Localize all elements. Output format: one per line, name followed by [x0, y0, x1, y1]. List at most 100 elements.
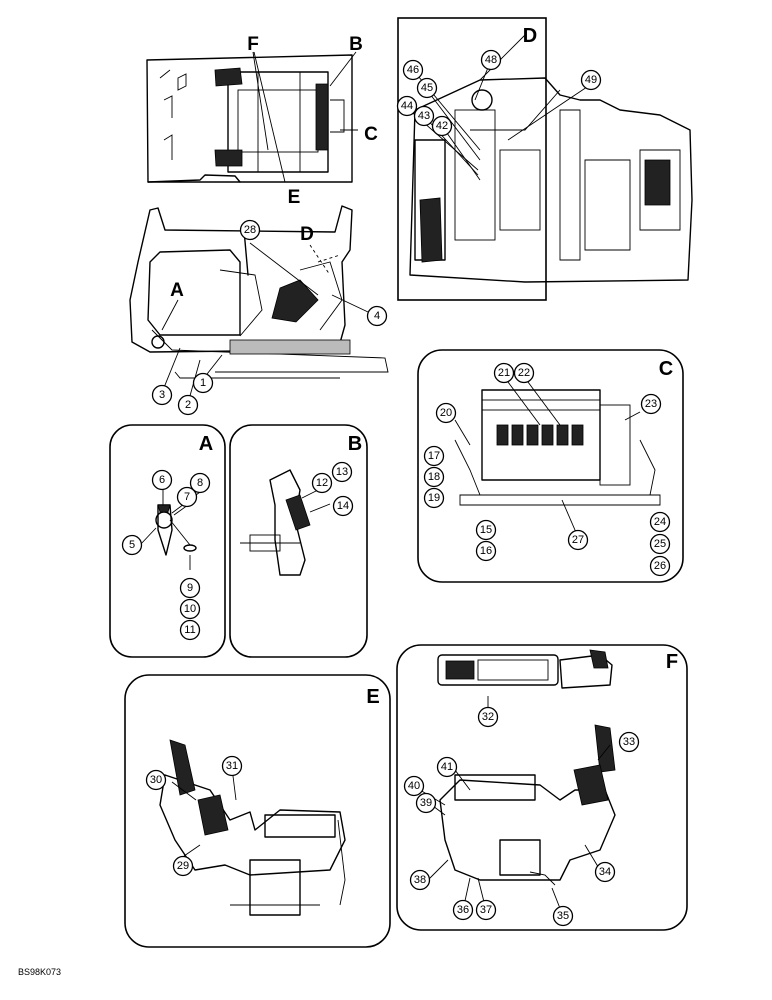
callout-9: 9 — [179, 577, 201, 599]
callout-42: 42 — [431, 115, 453, 137]
svg-text:12: 12 — [316, 477, 328, 489]
svg-text:34: 34 — [599, 866, 611, 878]
svg-text:10: 10 — [184, 603, 196, 615]
callout-30: 30 — [145, 769, 167, 791]
ref-letter-e: E — [288, 187, 301, 208]
detail-letters: F B C E D A D A B C E F — [170, 25, 678, 708]
callout-43: 43 — [413, 105, 435, 127]
callout-25: 25 — [649, 533, 671, 555]
svg-text:27: 27 — [572, 534, 584, 546]
callout-19: 19 — [423, 487, 445, 509]
callout-44: 44 — [396, 95, 418, 117]
svg-text:18: 18 — [428, 471, 440, 483]
ref-letter-a: A — [170, 280, 184, 301]
svg-text:43: 43 — [418, 110, 430, 122]
svg-text:25: 25 — [654, 538, 666, 550]
callout-3: 3 — [151, 384, 173, 406]
callout-13: 13 — [331, 461, 353, 483]
panel-letter-d: D — [523, 25, 537, 47]
callout-38: 38 — [409, 869, 431, 891]
svg-text:30: 30 — [150, 774, 162, 786]
svg-text:39: 39 — [420, 797, 432, 809]
callout-28: 28 — [239, 219, 261, 241]
svg-text:36: 36 — [457, 904, 469, 916]
svg-text:37: 37 — [480, 904, 492, 916]
ref-letter-d: D — [300, 224, 314, 245]
detail-c-panel — [417, 349, 684, 583]
cab-side-view — [129, 205, 389, 404]
callout-37: 37 — [475, 899, 497, 921]
svg-text:32: 32 — [482, 711, 494, 723]
floor-plan-view — [146, 51, 358, 183]
callout-17: 17 — [423, 445, 445, 467]
svg-text:24: 24 — [654, 516, 666, 528]
panel-letter-b: B — [348, 433, 362, 455]
callout-33: 33 — [618, 731, 640, 753]
callout-5: 5 — [121, 534, 143, 556]
svg-text:46: 46 — [407, 64, 419, 76]
svg-text:28: 28 — [244, 224, 256, 236]
svg-text:2: 2 — [185, 399, 191, 411]
callout-32: 32 — [477, 706, 499, 728]
svg-text:33: 33 — [623, 736, 635, 748]
panel-letter-a: A — [199, 433, 213, 455]
svg-text:26: 26 — [654, 560, 666, 572]
callout-39: 39 — [415, 792, 437, 814]
callout-21: 21 — [493, 362, 515, 384]
engine-compartment-view — [397, 17, 693, 301]
svg-text:44: 44 — [401, 100, 413, 112]
svg-text:20: 20 — [440, 407, 452, 419]
svg-text:8: 8 — [197, 477, 203, 489]
svg-text:49: 49 — [585, 74, 597, 86]
callout-45: 45 — [416, 77, 438, 99]
callout-22: 22 — [513, 362, 535, 384]
svg-text:4: 4 — [374, 310, 380, 322]
detail-b-panel — [229, 424, 368, 658]
svg-text:15: 15 — [480, 524, 492, 536]
svg-text:17: 17 — [428, 450, 440, 462]
callout-41: 41 — [436, 756, 458, 778]
svg-text:42: 42 — [436, 120, 448, 132]
ref-letter-c: C — [364, 124, 378, 145]
svg-text:38: 38 — [414, 874, 426, 886]
svg-text:21: 21 — [498, 367, 510, 379]
svg-text:9: 9 — [187, 582, 193, 594]
panel-letter-c: C — [659, 358, 673, 380]
callout-16: 16 — [475, 540, 497, 562]
ref-letter-b: B — [349, 34, 363, 55]
svg-text:14: 14 — [337, 500, 349, 512]
svg-text:6: 6 — [159, 474, 165, 486]
detail-f-panel — [396, 644, 688, 931]
callout-26: 26 — [649, 555, 671, 577]
svg-text:7: 7 — [184, 491, 190, 503]
svg-text:31: 31 — [226, 760, 238, 772]
callout-7: 7 — [176, 486, 198, 508]
callout-35: 35 — [552, 905, 574, 927]
callout-34: 34 — [594, 861, 616, 883]
callout-8: 8 — [189, 472, 211, 494]
callout-4: 4 — [366, 305, 388, 327]
svg-text:1: 1 — [200, 377, 206, 389]
svg-text:35: 35 — [557, 910, 569, 922]
svg-text:5: 5 — [129, 539, 135, 551]
svg-text:13: 13 — [336, 466, 348, 478]
svg-text:41: 41 — [441, 761, 453, 773]
svg-text:3: 3 — [159, 389, 165, 401]
svg-text:45: 45 — [421, 82, 433, 94]
callout-46: 46 — [402, 59, 424, 81]
svg-text:48: 48 — [485, 54, 497, 66]
svg-text:23: 23 — [645, 398, 657, 410]
callout-15: 15 — [475, 519, 497, 541]
svg-text:16: 16 — [480, 545, 492, 557]
ref-letter-f: F — [247, 34, 259, 55]
svg-text:11: 11 — [184, 624, 195, 636]
svg-text:22: 22 — [518, 367, 530, 379]
svg-text:29: 29 — [177, 860, 189, 872]
callout-18: 18 — [423, 466, 445, 488]
callout-12: 12 — [311, 472, 333, 494]
svg-text:19: 19 — [428, 492, 440, 504]
callout-6: 6 — [151, 469, 173, 491]
callout-14: 14 — [332, 495, 354, 517]
callout-11: 11 — [179, 619, 201, 641]
